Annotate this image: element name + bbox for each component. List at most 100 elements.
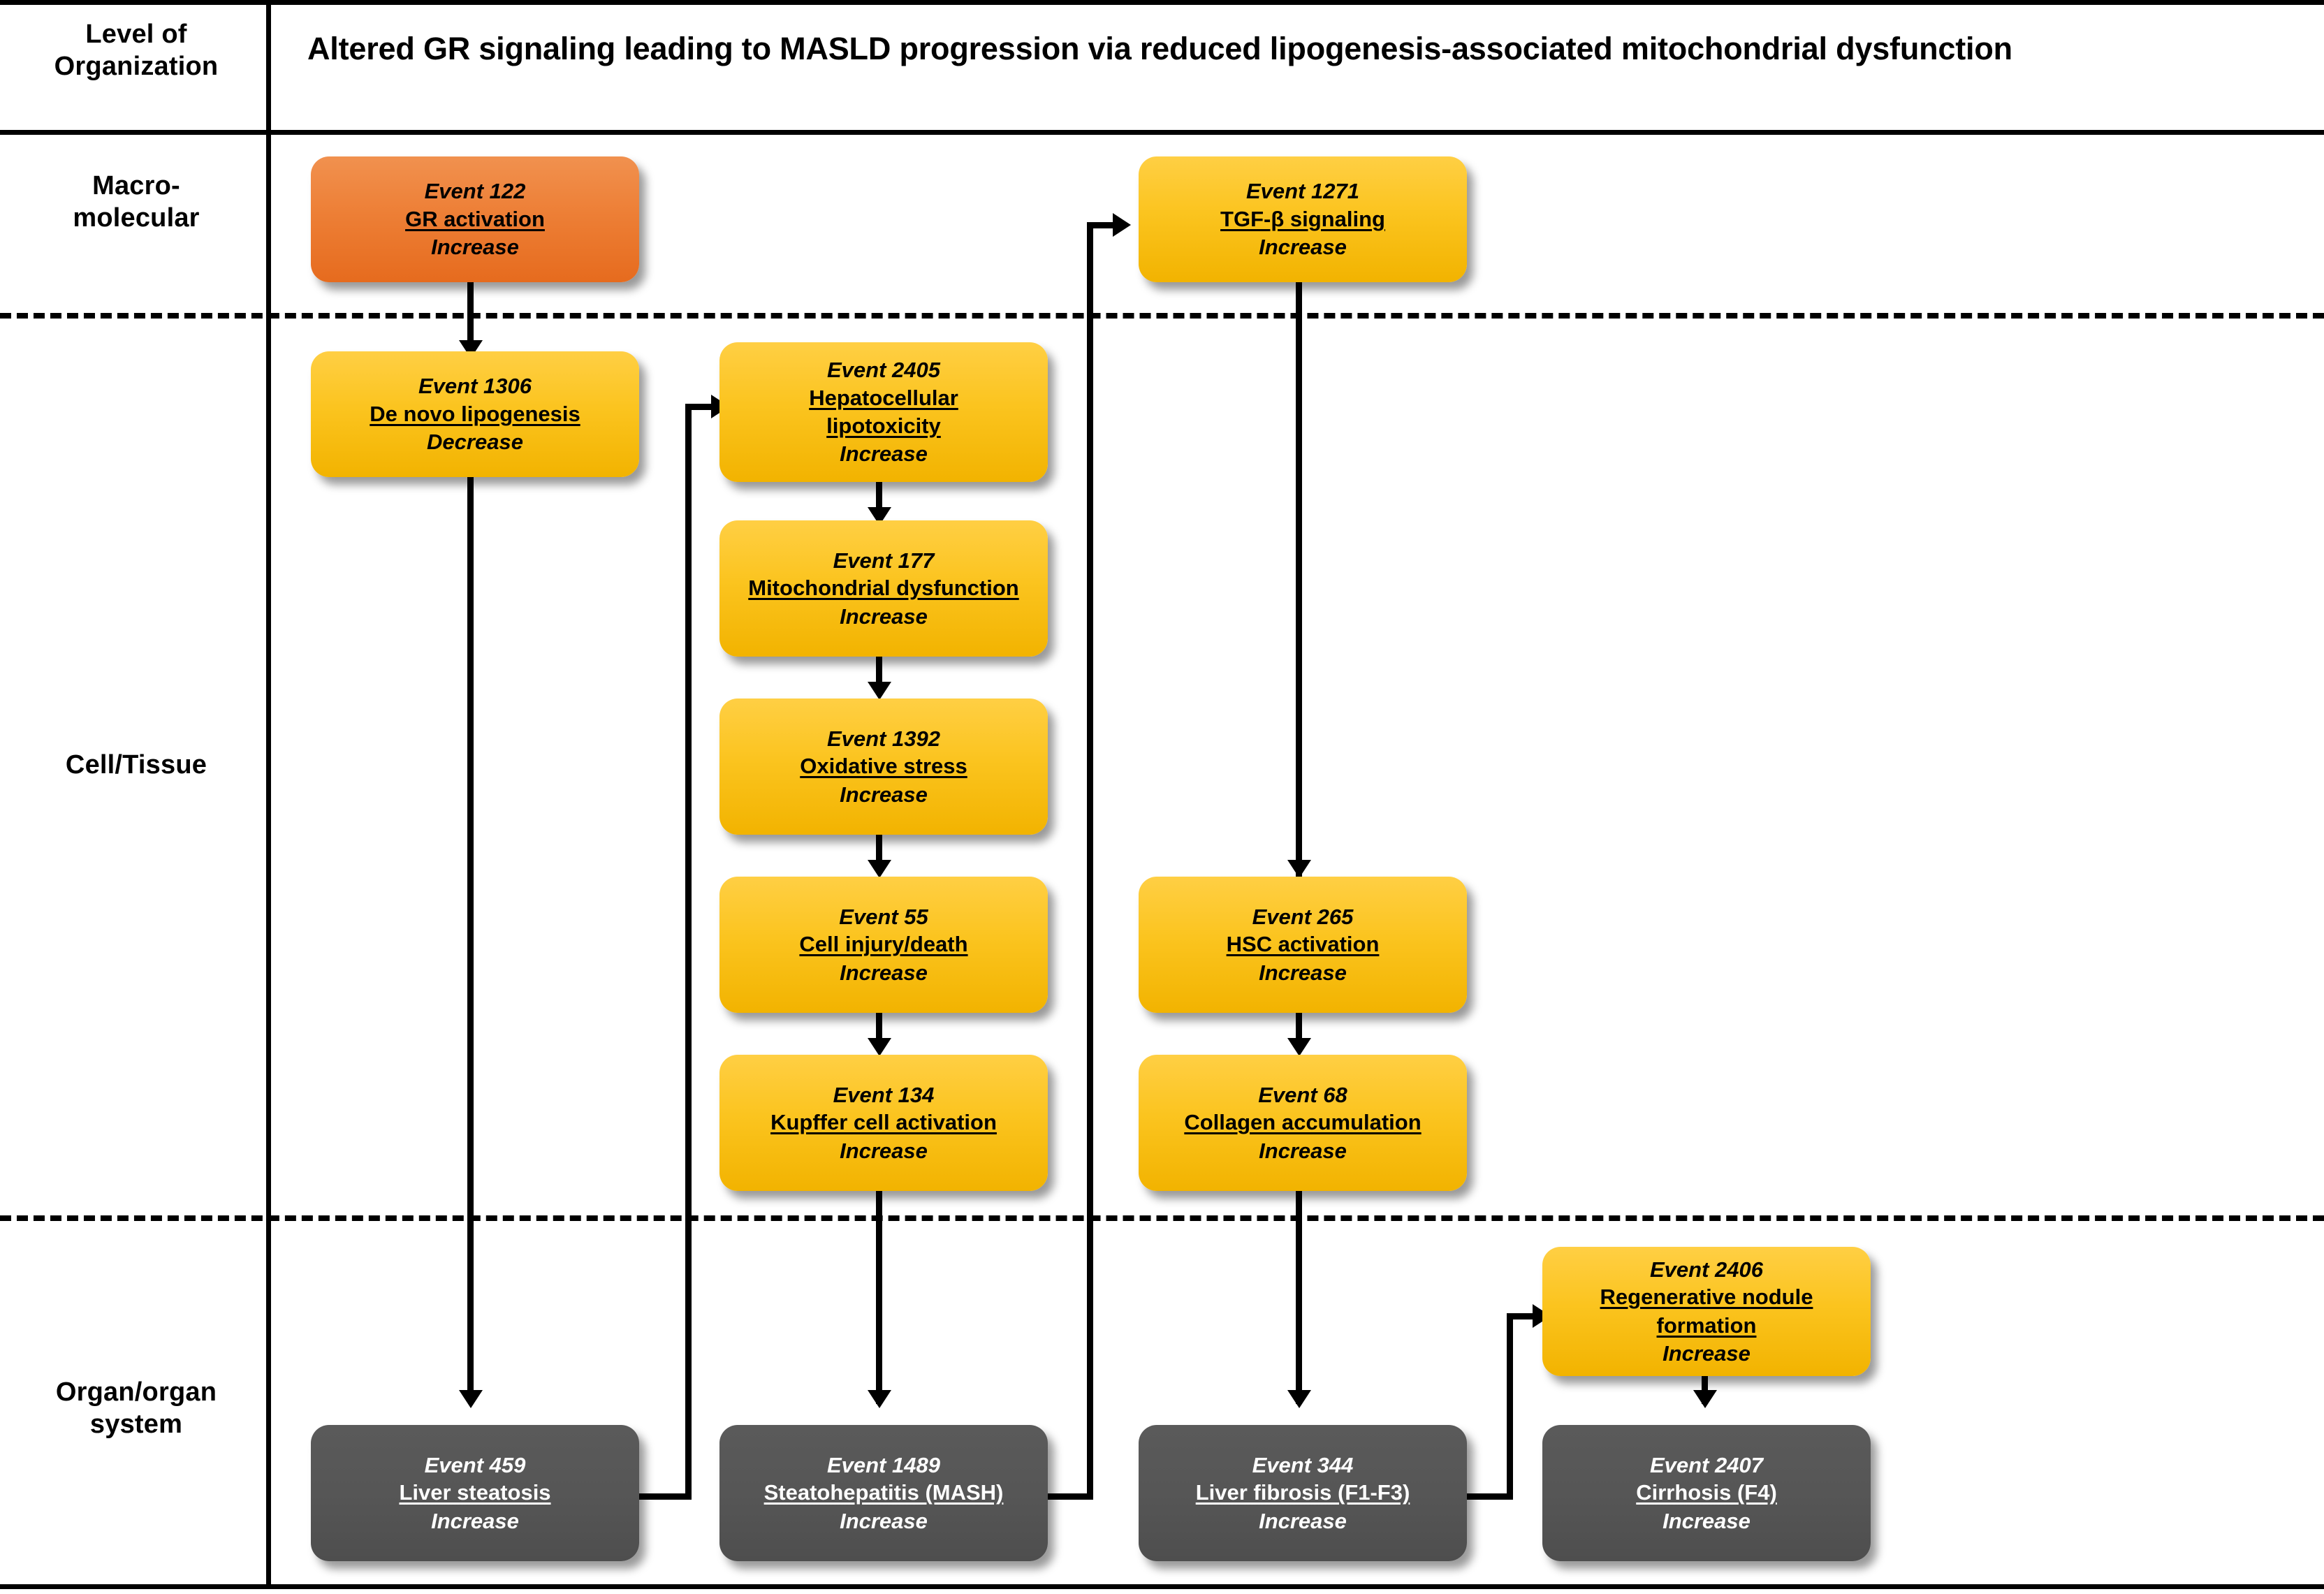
- node-e2405[interactable]: Event 2405 Hepatocellular lipotoxicity I…: [719, 342, 1048, 482]
- node-e122-name: GR activation: [405, 206, 545, 231]
- node-e459-event: Event 459: [424, 1452, 526, 1477]
- node-e1271[interactable]: Event 1271 TGF-β signaling Increase: [1139, 156, 1467, 282]
- level-label-organ-system: Organ/organ system: [14, 1376, 258, 1441]
- node-e2406-direction: Increase: [1662, 1340, 1751, 1366]
- node-e2406[interactable]: Event 2406 Regenerative nodule formation…: [1542, 1247, 1871, 1376]
- node-e122[interactable]: Event 122 GR activation Increase: [311, 156, 639, 282]
- node-e2405-name: Hepatocellular lipotoxicity: [809, 385, 958, 438]
- node-e1271-event: Event 1271: [1246, 179, 1359, 204]
- node-e1392[interactable]: Event 1392 Oxidative stress Increase: [719, 699, 1048, 835]
- node-e1392-direction: Increase: [840, 782, 928, 807]
- edge-e55-e134-line: [876, 1013, 882, 1046]
- edge-e265-e68-arrow: [1287, 1038, 1311, 1056]
- edge-e134-e1489-line: [876, 1191, 882, 1404]
- level-of-organization-header: Level of Organization: [21, 18, 251, 83]
- node-e459-name: Liver steatosis: [399, 1480, 551, 1505]
- frame-top-border: [0, 0, 2324, 5]
- node-e344-name: Liver fibrosis (F1-F3): [1195, 1480, 1410, 1505]
- node-e265[interactable]: Event 265 HSC activation Increase: [1139, 877, 1467, 1013]
- node-e68[interactable]: Event 68 Collagen accumulation Increase: [1139, 1055, 1467, 1191]
- edge-e2406-e2407-arrow: [1693, 1390, 1717, 1408]
- node-e459-direction: Increase: [431, 1508, 519, 1533]
- node-e68-name: Collagen accumulation: [1184, 1110, 1422, 1135]
- edge-e68-e344-line: [1296, 1191, 1302, 1404]
- node-e265-name: HSC activation: [1226, 932, 1380, 957]
- cell-organ-divider: [0, 1215, 2324, 1221]
- edge-e344-e2406-h1: [1453, 1493, 1513, 1500]
- edge-e55-e134-arrow: [868, 1038, 891, 1056]
- node-e122-event: Event 122: [424, 179, 526, 204]
- edge-e1392-e55-arrow: [868, 860, 891, 878]
- node-e68-direction: Increase: [1259, 1138, 1347, 1163]
- edge-e1489-e1271-h1: [1034, 1493, 1093, 1500]
- node-e2407-direction: Increase: [1662, 1508, 1751, 1533]
- edge-e1271-e265-line: [1296, 279, 1302, 877]
- macromolecular-cell-divider: [0, 313, 2324, 319]
- node-e55-name: Cell injury/death: [799, 932, 968, 957]
- node-e2407-event: Event 2407: [1650, 1452, 1763, 1477]
- level-header-line2: Organization: [54, 52, 219, 82]
- header-divider: [0, 130, 2324, 135]
- node-e1489-direction: Increase: [840, 1508, 928, 1533]
- edge-e1489-e1271-h2: [1087, 222, 1122, 228]
- node-e1271-name: TGF-β signaling: [1220, 206, 1385, 231]
- node-e177-name: Mitochondrial dysfunction: [748, 576, 1019, 601]
- edge-e459-e2405-h2: [685, 404, 720, 410]
- node-e2406-event: Event 2406: [1650, 1257, 1763, 1282]
- level-header-line1: Level of: [85, 20, 187, 49]
- node-e265-direction: Increase: [1259, 960, 1347, 985]
- node-e134-direction: Increase: [840, 1138, 928, 1163]
- node-e1306-direction: Decrease: [427, 430, 523, 455]
- node-e1489[interactable]: Event 1489 Steatohepatitis (MASH) Increa…: [719, 1425, 1048, 1561]
- level-organ-system-line1: Organ/organ: [55, 1377, 217, 1407]
- node-e344-event: Event 344: [1252, 1452, 1354, 1477]
- edge-e459-e2405-v: [685, 404, 692, 1500]
- node-e122-direction: Increase: [431, 235, 519, 260]
- edge-e2406-e2407-line: [1702, 1375, 1708, 1404]
- edge-e177-e1392-line: [876, 657, 882, 690]
- node-e2406-name: Regenerative nodule formation: [1600, 1285, 1813, 1338]
- node-e55[interactable]: Event 55 Cell injury/death Increase: [719, 877, 1048, 1013]
- edge-e1392-e55-line: [876, 835, 882, 868]
- edge-e265-e68-line: [1296, 1013, 1302, 1046]
- edge-e1306-e459-arrow: [459, 1390, 483, 1408]
- node-e68-event: Event 68: [1258, 1082, 1347, 1107]
- frame-bottom-border: [0, 1584, 2324, 1589]
- node-e177-direction: Increase: [840, 604, 928, 629]
- edge-e1271-e265-arrow: [1287, 860, 1311, 878]
- level-cell-tissue-line1: Cell/Tissue: [65, 750, 207, 780]
- edge-e134-e1489-arrow: [868, 1390, 891, 1408]
- node-e2407-name: Cirrhosis (F4): [1636, 1480, 1777, 1505]
- node-e1271-direction: Increase: [1259, 235, 1347, 260]
- node-e177[interactable]: Event 177 Mitochondrial dysfunction Incr…: [719, 520, 1048, 657]
- node-e1392-event: Event 1392: [827, 726, 940, 751]
- edge-e1306-e459-line: [467, 477, 474, 1403]
- level-organ-system-line2: system: [89, 1410, 183, 1440]
- node-e134-name: Kupffer cell activation: [770, 1110, 997, 1135]
- node-e344-direction: Increase: [1259, 1508, 1347, 1533]
- edge-e2405-e177-line: [876, 482, 882, 516]
- node-e1489-name: Steatohepatitis (MASH): [763, 1480, 1004, 1505]
- level-macromolecular-line1: Macro-: [92, 171, 180, 200]
- level-label-cell-tissue: Cell/Tissue: [21, 749, 251, 781]
- node-e1306-event: Event 1306: [418, 374, 532, 399]
- level-label-macromolecular: Macro- molecular: [21, 170, 251, 235]
- node-e1306[interactable]: Event 1306 De novo lipogenesis Decrease: [311, 351, 639, 477]
- edge-e1489-e1271-arrow: [1113, 213, 1131, 237]
- node-e55-direction: Increase: [840, 960, 928, 985]
- node-e177-event: Event 177: [833, 548, 935, 573]
- node-e1306-name: De novo lipogenesis: [370, 401, 580, 426]
- edge-e177-e1392-arrow: [868, 682, 891, 700]
- node-e1489-event: Event 1489: [827, 1452, 940, 1477]
- node-e265-event: Event 265: [1252, 904, 1354, 929]
- edge-e68-e344-arrow: [1287, 1390, 1311, 1408]
- diagram-title: Altered GR signaling leading to MASLD pr…: [307, 31, 2012, 66]
- edge-e1489-e1271-v: [1087, 222, 1093, 1500]
- node-e134[interactable]: Event 134 Kupffer cell activation Increa…: [719, 1055, 1048, 1191]
- edge-e459-e2405-h1: [629, 1493, 692, 1500]
- node-e2407[interactable]: Event 2407 Cirrhosis (F4) Increase: [1542, 1425, 1871, 1561]
- node-e1392-name: Oxidative stress: [800, 754, 967, 779]
- node-e459[interactable]: Event 459 Liver steatosis Increase: [311, 1425, 639, 1561]
- node-e344[interactable]: Event 344 Liver fibrosis (F1-F3) Increas…: [1139, 1425, 1467, 1561]
- node-e2405-event: Event 2405: [827, 358, 940, 383]
